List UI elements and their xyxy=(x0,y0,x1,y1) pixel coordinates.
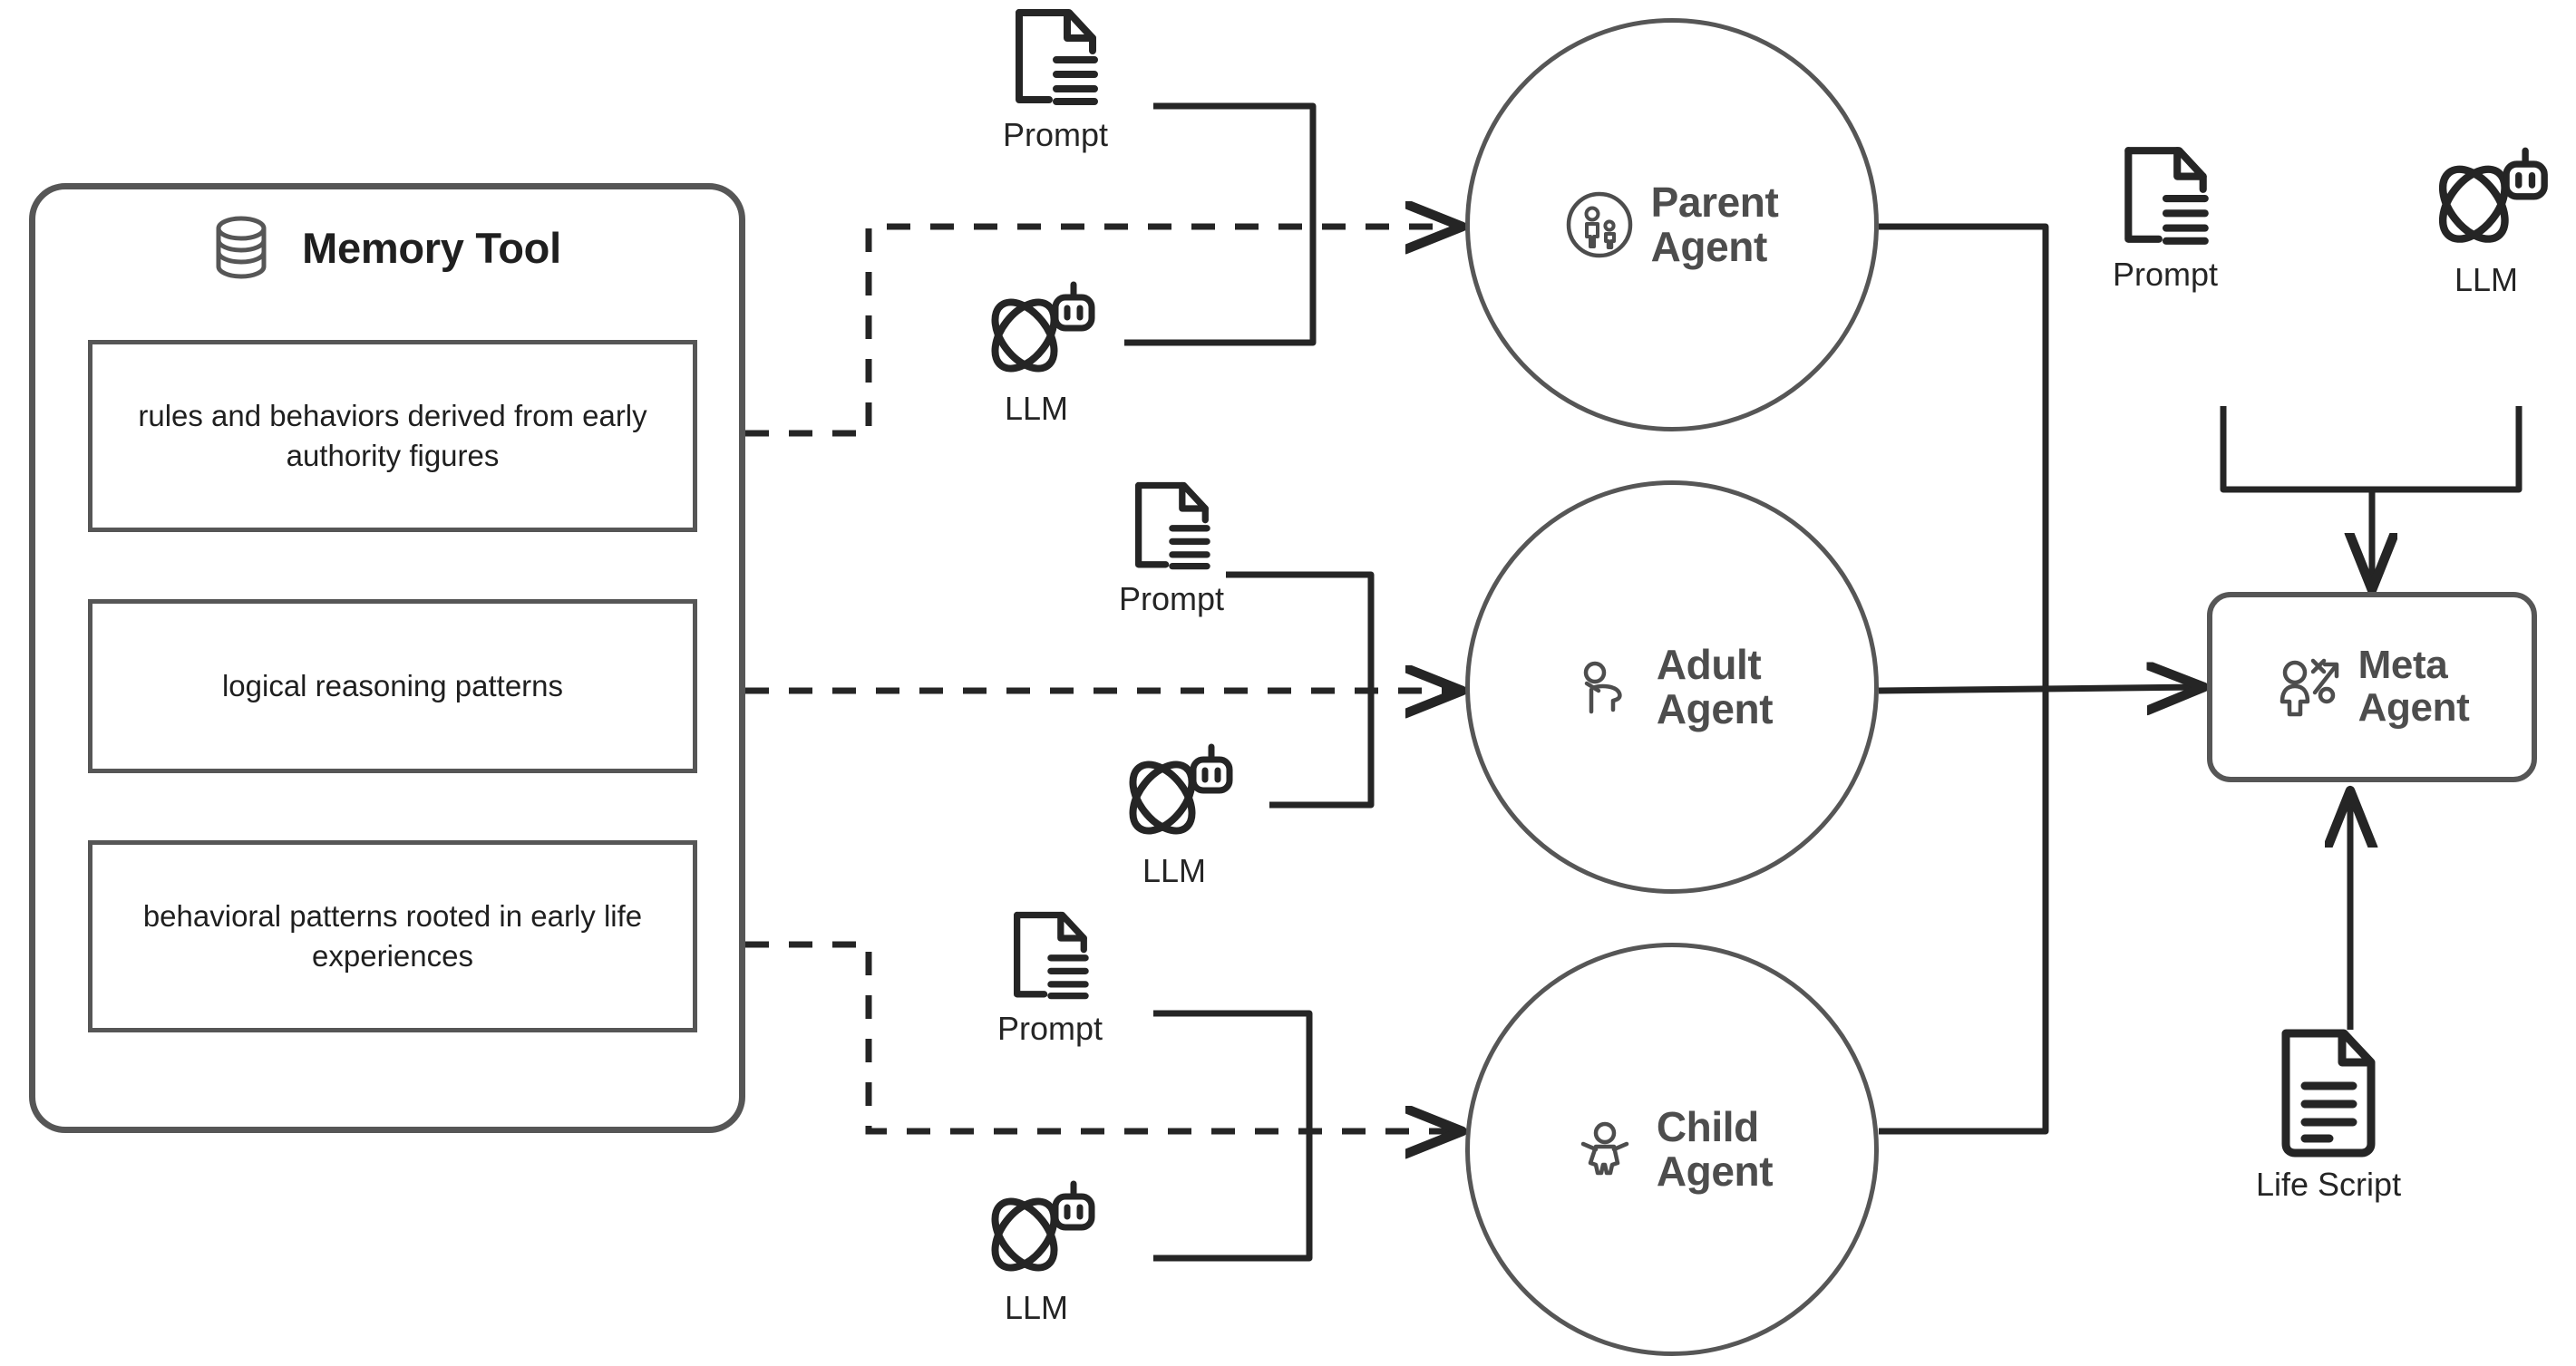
parent-agent-label: Parent Agent xyxy=(1650,179,1779,270)
memory-item-text: behavioral patterns rooted in early life… xyxy=(142,899,643,973)
memory-item[interactable]: behavioral patterns rooted in early life… xyxy=(88,840,697,1032)
adult-agent-node[interactable]: Adult Agent xyxy=(1465,480,1879,894)
document-icon xyxy=(1126,479,1217,575)
document-icon xyxy=(1005,908,1095,1004)
adult-person-icon xyxy=(1571,654,1638,721)
child-agent-label: Child Agent xyxy=(1656,1103,1774,1195)
llm-atom-robot-icon xyxy=(977,279,1095,384)
prompt-asset-parent[interactable]: Prompt xyxy=(1003,5,1108,154)
meta-agent-node[interactable]: Meta Agent xyxy=(2207,592,2537,782)
prompt-caption: Prompt xyxy=(997,1010,1103,1047)
parent-agent-node[interactable]: Parent Agent xyxy=(1465,18,1879,431)
llm-atom-robot-icon xyxy=(2423,145,2550,256)
llm-asset-meta[interactable]: LLM xyxy=(2423,145,2550,299)
adult-agent-label: Adult Agent xyxy=(1656,641,1774,732)
child-person-icon xyxy=(1571,1116,1638,1183)
life-script-caption: Life Script xyxy=(2256,1166,2402,1203)
meta-agent-label: Meta Agent xyxy=(2357,643,2470,730)
wire-memory2-to-child xyxy=(745,941,1460,1131)
child-agent-node[interactable]: Child Agent xyxy=(1465,943,1879,1356)
person-strategy-icon xyxy=(2275,653,2346,722)
prompt-asset-adult[interactable]: Prompt xyxy=(1119,479,1224,618)
wire-prompt-to-parent xyxy=(1153,102,1317,227)
prompt-caption: Prompt xyxy=(1003,116,1109,153)
llm-caption: LLM xyxy=(1004,1289,1069,1326)
llm-asset-adult[interactable]: LLM xyxy=(1115,741,1233,890)
prompt-caption: Prompt xyxy=(1119,580,1225,617)
llm-atom-robot-icon xyxy=(977,1178,1095,1284)
wire-llm-to-child xyxy=(1153,1131,1313,1262)
llm-caption: LLM xyxy=(2454,261,2519,298)
wire-prompt-meta-down xyxy=(2220,406,2372,493)
wire-parent-to-meta xyxy=(1879,223,2049,687)
memory-item[interactable]: logical reasoning patterns xyxy=(88,599,697,773)
memory-tool-panel[interactable]: Memory Tool rules and behaviors derived … xyxy=(29,183,745,1133)
memory-item-text: rules and behaviors derived from early a… xyxy=(138,399,647,472)
prompt-asset-meta[interactable]: Prompt xyxy=(2113,143,2218,294)
wire-llm-to-adult xyxy=(1269,691,1375,809)
llm-caption: LLM xyxy=(1004,390,1069,427)
wire-child-to-meta xyxy=(1879,687,2049,1135)
parent-child-icon xyxy=(1566,191,1633,258)
wire-llm-meta-down xyxy=(2372,406,2523,493)
wire-prompt-to-adult xyxy=(1226,571,1375,691)
prompt-caption: Prompt xyxy=(2113,256,2219,293)
wire-memory0-to-parent xyxy=(745,227,1460,437)
life-script-asset[interactable]: Life Script xyxy=(2256,1024,2401,1204)
prompt-asset-child[interactable]: Prompt xyxy=(997,908,1103,1048)
document-icon xyxy=(2114,143,2216,250)
document-lines-icon xyxy=(2273,1024,2384,1160)
document-icon xyxy=(1006,5,1105,111)
llm-atom-robot-icon xyxy=(1115,741,1233,847)
memory-item[interactable]: rules and behaviors derived from early a… xyxy=(88,340,697,532)
wire-llm-to-parent xyxy=(1124,227,1317,346)
memory-tool-title: Memory Tool xyxy=(302,223,561,272)
wire-adult-to-meta xyxy=(1878,687,2202,691)
llm-caption: LLM xyxy=(1142,852,1207,889)
llm-asset-parent[interactable]: LLM xyxy=(977,279,1095,428)
memory-tool-header: Memory Tool xyxy=(35,215,739,280)
wire-prompt-to-child xyxy=(1153,1010,1313,1131)
database-icon xyxy=(213,215,269,280)
memory-item-text: logical reasoning patterns xyxy=(221,669,564,703)
llm-asset-child[interactable]: LLM xyxy=(977,1178,1095,1327)
